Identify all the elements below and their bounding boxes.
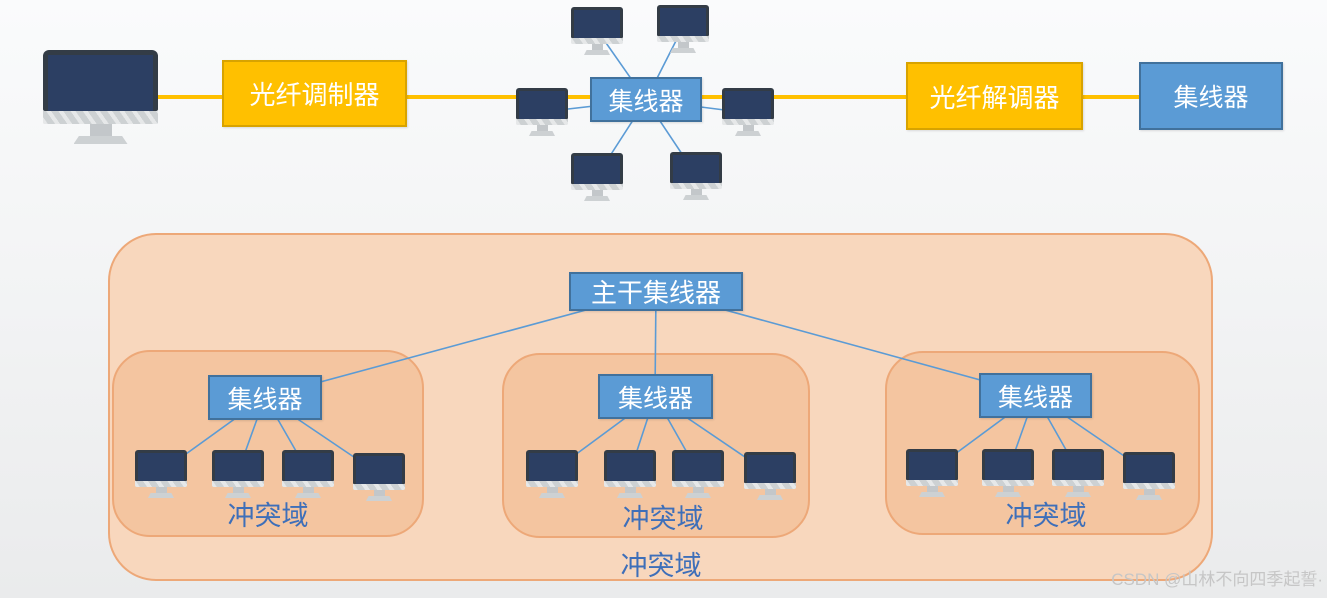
domain-2-hub-label: 集线器: [617, 385, 693, 413]
computer-icon: [604, 450, 656, 498]
monitor-base: [73, 136, 128, 144]
computer-icon: [135, 450, 187, 498]
computer-icon: [571, 7, 623, 55]
computer-icon: [282, 450, 334, 498]
monitor-frame: [43, 50, 158, 111]
computer-icon: [516, 88, 568, 136]
backbone-hub-label: 主干集线器: [590, 279, 721, 308]
domain-1-hub-label: 集线器: [227, 386, 303, 414]
domain-3-hub-label: 集线器: [997, 384, 1073, 412]
domain-3-hub-box: 集线器: [979, 373, 1092, 418]
star-hub-label: 集线器: [608, 88, 684, 116]
computer-icon: [982, 449, 1034, 497]
backbone-hub-box: 主干集线器: [569, 272, 743, 311]
domain-1-label: 冲突域: [227, 501, 309, 531]
computer-icon: [212, 450, 264, 498]
monitor-chin: [43, 111, 158, 124]
right-hub-label: 集线器: [1173, 85, 1249, 112]
fiber-demodulator-label: 光纤解调器: [929, 83, 1060, 113]
computer-icon: [722, 88, 774, 136]
computer-icon: [657, 5, 709, 53]
domain-3-label: 冲突域: [1005, 501, 1087, 531]
right-hub-box: 集线器: [1139, 62, 1283, 130]
computer-icon: [353, 453, 405, 501]
computer-icon: [672, 450, 724, 498]
computer-icon: [1123, 452, 1175, 500]
monitor-screen: [48, 55, 153, 111]
watermark: CSDN @山林不向四季起誓·: [1111, 570, 1323, 589]
computer-icon: [906, 449, 958, 497]
computer-icon: [1052, 449, 1104, 497]
computer-icon: [670, 152, 722, 200]
workstation-computer-icon: [43, 50, 158, 144]
star-hub-box: 集线器: [590, 77, 702, 122]
outer-domain-label: 冲突域: [620, 551, 702, 581]
domain-2-label: 冲突域: [622, 504, 704, 534]
computer-icon: [744, 452, 796, 500]
domain-2-hub-box: 集线器: [598, 374, 713, 419]
fiber-modulator-box: 光纤调制器: [222, 60, 407, 127]
fiber-demodulator-box: 光纤解调器: [906, 62, 1083, 130]
fiber-modulator-label: 光纤调制器: [249, 81, 380, 110]
computer-icon: [571, 153, 623, 201]
monitor-stand: [89, 124, 112, 136]
domain-1-hub-box: 集线器: [208, 375, 322, 420]
computer-icon: [526, 450, 578, 498]
